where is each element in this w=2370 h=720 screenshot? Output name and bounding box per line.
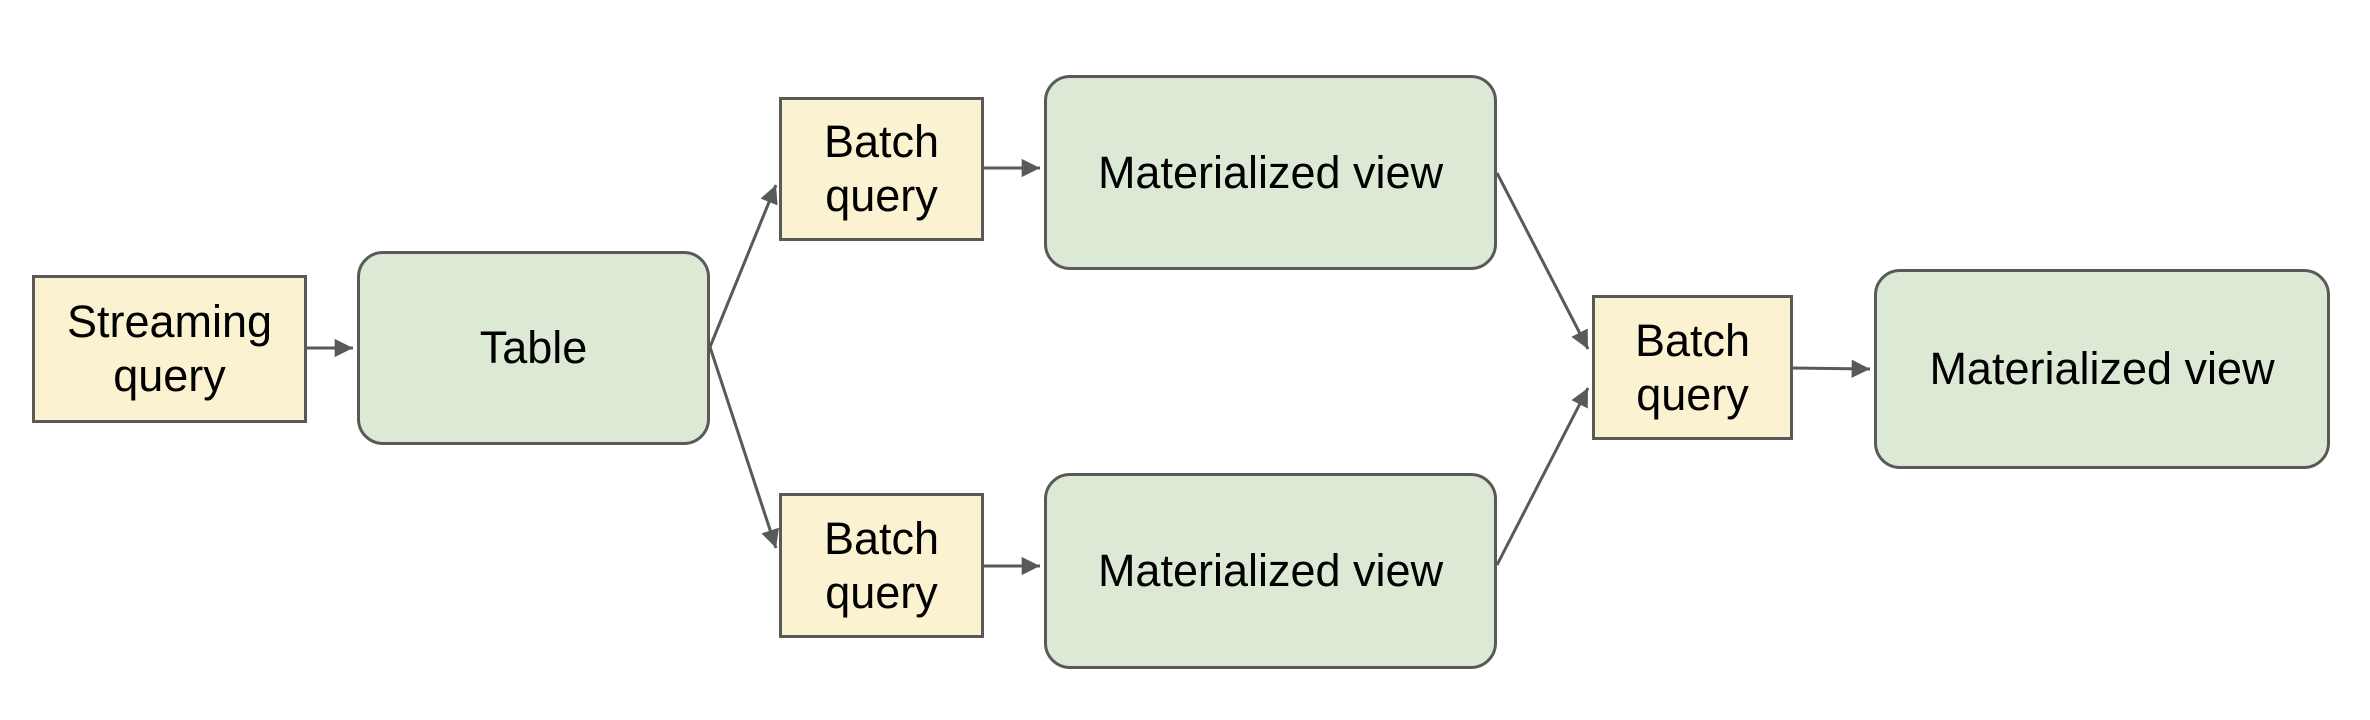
node-batch-query-top-label: Batch query (823, 116, 940, 221)
node-batch-query-merge-label: Batch query (1634, 314, 1751, 420)
node-batch-query-bottom-label: Batch query (823, 512, 940, 618)
edge-materialized-view-top-to-batch-query-merge (1495, 172, 1590, 350)
node-materialized-view-bottom-label: Materialized view (1097, 545, 1444, 596)
node-table: Table (357, 251, 710, 445)
node-batch-query-merge: Batch query (1592, 295, 1793, 440)
node-batch-query-bottom: Batch query (779, 493, 984, 638)
node-streaming-query-label: Streaming query (66, 296, 273, 401)
node-table-label: Table (479, 322, 588, 373)
edge-batch-query-merge-to-materialized-view-final (1792, 359, 1871, 378)
node-materialized-view-bottom: Materialized view (1044, 473, 1497, 669)
edge-table-to-batch-query-top (708, 184, 778, 348)
node-materialized-view-top-label: Materialized view (1097, 146, 1444, 198)
node-materialized-view-top: Materialized view (1044, 75, 1497, 270)
node-materialized-view-final-label: Materialized view (1929, 343, 2275, 394)
node-materialized-view-final: Materialized view (1874, 269, 2330, 469)
node-batch-query-top: Batch query (779, 97, 984, 241)
edge-table-to-batch-query-bottom (708, 346, 779, 549)
node-streaming-query: Streaming query (32, 275, 307, 423)
edge-materialized-view-bottom-to-batch-query-merge (1495, 387, 1590, 566)
